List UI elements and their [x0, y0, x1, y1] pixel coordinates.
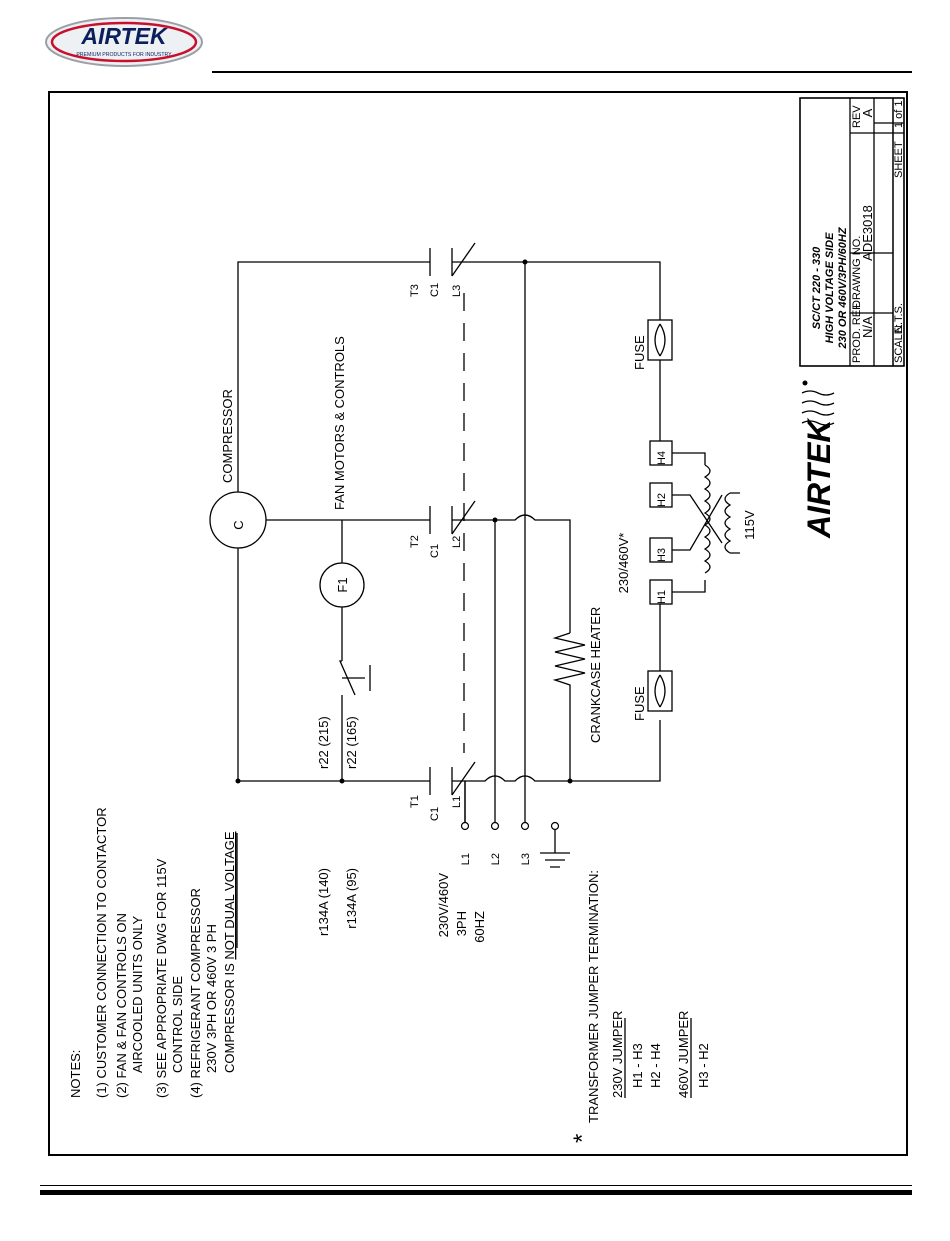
footer-divider-thin [40, 1185, 912, 1186]
prod-ref-value: N/A [860, 316, 875, 338]
fuse-top-label: FUSE [632, 335, 647, 370]
fuse-bottom-label: FUSE [632, 686, 647, 721]
l2-terminal-label: L2 [490, 853, 502, 865]
title-block: SC/CT 220 - 330 HIGH VOLTAGE SIDE 230 OR… [799, 97, 905, 367]
note-2: (2) FAN & FAN CONTROLS ON [114, 913, 129, 1098]
fuse-top [647, 319, 673, 361]
power-wiring [237, 242, 661, 868]
wiring-diagram: .w { stroke:#000; stroke-width:1.3; fill… [68, 97, 905, 1143]
c1-label-mid: C1 [429, 544, 441, 558]
compressor-label: COMPRESSOR [220, 389, 235, 483]
fan-motor-symbol [319, 562, 365, 608]
schematic-sheet: .w { stroke:#000; stroke-width:1.3; fill… [48, 91, 908, 1156]
l3-terminal-label: L3 [520, 853, 532, 865]
note-3: (3) SEE APPROPRIATE DWG FOR 115V [154, 858, 169, 1098]
note-4-last-plain: COMPRESSOR IS [222, 960, 237, 1073]
logo-tagline: PREMIUM PRODUCTS FOR INDUSTRY [76, 52, 172, 58]
notes-block: NOTES: (1) CUSTOMER CONNECTION TO CONTAC… [68, 807, 238, 1098]
rev-value: A [860, 108, 875, 117]
footer-divider-thick [40, 1190, 912, 1195]
supply-frequency: 60HZ [472, 911, 487, 943]
l1-terminal-label: L1 [460, 853, 472, 865]
drawing-brand-text: AIRTEK [801, 417, 837, 539]
title-line-1: SC/CT 220 - 330 [811, 246, 823, 329]
compressor-symbol [209, 491, 267, 549]
r134a-95-label: r134A (95) [344, 868, 359, 929]
c1-label-top: C1 [429, 283, 441, 297]
h3-label: H3 [656, 548, 668, 562]
fan-motors-label: FAN MOTORS & CONTROLS [332, 336, 347, 510]
jumper-block: * TRANSFORMER JUMPER TERMINATION: 230V J… [569, 870, 711, 1143]
note-4-cont: 230V 3PH OR 460V 3 PH [204, 924, 219, 1073]
notes-heading: NOTES: [68, 1050, 83, 1098]
note-4-last-underlined: NOT DUAL VOLTAGE [222, 831, 237, 959]
compressor-letter: C [231, 520, 246, 529]
rev-label: REV [851, 105, 863, 128]
jumper-230v-line-1: H1 - H3 [630, 1043, 645, 1088]
scale-label: SCALE: [893, 324, 905, 363]
sheet-label: SHEET [893, 141, 905, 178]
transformer [649, 440, 740, 605]
h1-label: H1 [656, 590, 668, 604]
t1-label: T1 [409, 795, 421, 808]
supply-terminals [235, 259, 573, 831]
prod-ref-label: PROD. REF. [851, 301, 863, 363]
note-4-last: COMPRESSOR IS NOT DUAL VOLTAGE [222, 831, 237, 1073]
title-line-3: 230 OR 460V/3PH/60HZ [837, 226, 849, 349]
l1-label-mid: L1 [451, 796, 463, 808]
h4-label: H4 [656, 451, 668, 465]
jumper-230v-label: 230V JUMPER [610, 1011, 625, 1098]
primary-voltage-label: 230/460V* [616, 533, 631, 594]
r22-165-label: r22 (165) [344, 716, 359, 769]
supply-phase: 3PH [454, 911, 469, 936]
jumper-460v-line-1: H3 - H2 [696, 1043, 711, 1088]
scale-value: N.T.S. [893, 303, 905, 333]
jumper-230v-line-2: H2 - H4 [648, 1043, 663, 1088]
note-2-cont: AIRCOOLED UNITS ONLY [130, 915, 145, 1073]
t2-label: T2 [409, 535, 421, 548]
h2-label: H2 [656, 493, 668, 507]
note-1: (1) CUSTOMER CONNECTION TO CONTACTOR [94, 807, 109, 1098]
jumper-460v-label: 460V JUMPER [676, 1011, 691, 1098]
title-line-2: HIGH VOLTAGE SIDE [824, 232, 836, 343]
logo-wordmark: AIRTEK [80, 23, 168, 49]
jumper-heading: TRANSFORMER JUMPER TERMINATION: [586, 870, 601, 1123]
supply-voltage: 230V/460V [436, 873, 451, 938]
header-divider [212, 71, 912, 73]
t3-label: T3 [409, 284, 421, 297]
jumper-asterisk: * [569, 1134, 596, 1143]
note-3-cont: CONTROL SIDE [170, 976, 185, 1073]
drawing-no-label: DRAWNG NO. [851, 236, 863, 308]
crankcase-heater-label: CRANKCASE HEATER [588, 607, 603, 743]
l3-label-top: L3 [451, 285, 463, 297]
page-header: AIRTEK PREMIUM PRODUCTS FOR INDUSTRY [0, 0, 950, 80]
fan-letter: F1 [335, 577, 350, 592]
c1-label-bottom: C1 [429, 807, 441, 821]
fuse-bottom [647, 670, 673, 712]
airtek-drawing-brand: AIRTEK [801, 380, 837, 539]
airtek-logo: AIRTEK PREMIUM PRODUCTS FOR INDUSTRY [45, 17, 203, 67]
sheet-value: 1 of 1 [893, 100, 905, 128]
drawing-no-value: ADE3018 [860, 205, 875, 261]
r134a-140-label: r134A (140) [316, 868, 331, 936]
l2-label-mid: L2 [451, 536, 463, 548]
r22-215-label: r22 (215) [316, 716, 331, 769]
secondary-voltage-label: 115V [742, 510, 757, 540]
note-4: (4) REFRIGERANT COMPRESSOR [188, 888, 203, 1098]
